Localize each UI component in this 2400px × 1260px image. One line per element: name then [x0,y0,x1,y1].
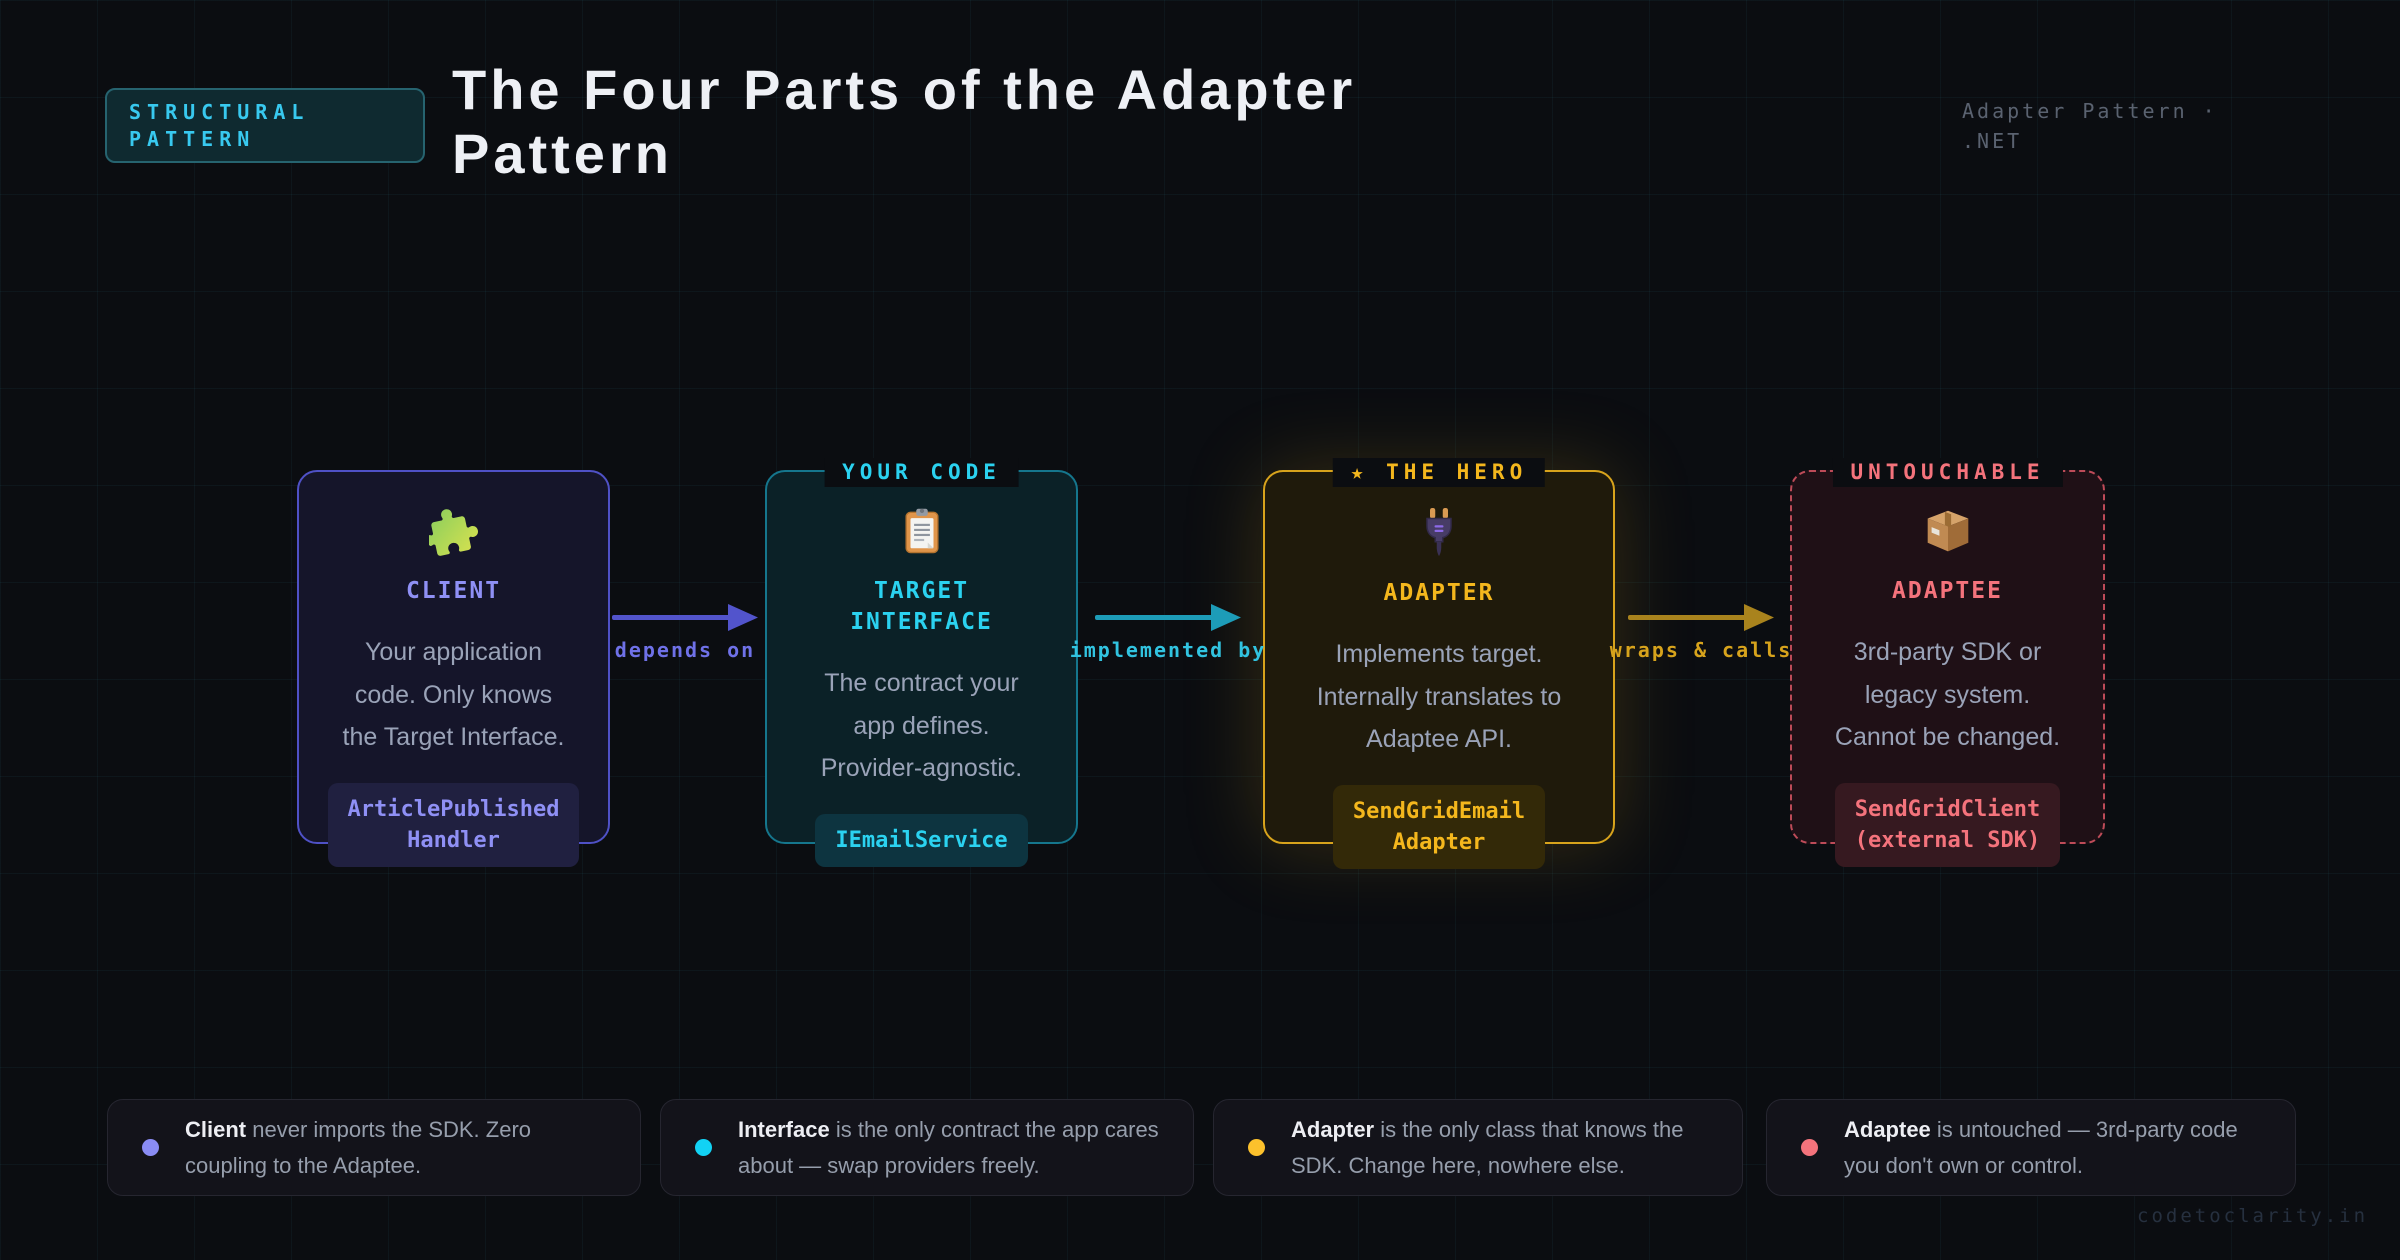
meta-line-2: .NET [1962,129,2023,153]
title-line-1: The Four Parts of the Adapter [452,58,1357,121]
card-title: CLIENT [405,578,502,604]
arrow-label: depends on [614,638,756,662]
note-text: Adapter is the only class that knows the… [1291,1112,1718,1183]
note-text: Adaptee is untouched — 3rd-party code yo… [1844,1112,2271,1183]
arrow-line [1095,615,1213,620]
note-bullet [1801,1139,1818,1156]
card-label: ★ THE HERO [1332,458,1546,488]
card-body: Implements target.Internally translates … [1316,640,1562,754]
note-lead: Client [185,1116,247,1142]
note-rest: is untouched — 3rd-party code you don't … [1844,1116,2238,1178]
title-line-2: Pattern [452,122,673,185]
badge-line-1: STRUCTURAL [129,100,310,124]
arrow-head [728,604,758,631]
package-icon [1923,506,1973,556]
badge-line-2: PATTERN [129,127,256,151]
note-rest: never imports the SDK. Zero coupling to … [185,1116,532,1178]
note-interface: Interface is the only contract the app c… [660,1099,1194,1196]
arrow-line [1628,615,1746,620]
note-client: Client never imports the SDK. Zero coupl… [107,1099,641,1196]
note-bullet [695,1139,712,1156]
card-code-chip: SendGridClient(external SDK) [1834,782,2061,868]
arrow-head [1211,604,1241,631]
arrow-head [1744,604,1774,631]
note-rest: is the only class that knows the SDK. Ch… [1291,1116,1684,1178]
clipboard-icon [899,506,945,556]
arrow-wraps-and-calls: wraps & calls [1610,603,1790,667]
note-text: Client never imports the SDK. Zero coupl… [185,1112,616,1183]
note-adapter: Adapter is the only class that knows the… [1213,1099,1743,1196]
card-title: ADAPTEE [1892,578,2003,604]
card-title: ADAPTER [1383,580,1495,606]
watermark: codetoclarity.in [2137,1205,2369,1227]
note-lead: Adaptee [1844,1116,1931,1142]
puzzle-piece-icon [428,506,479,556]
meta-line-1: Adapter Pattern · [1962,99,2218,123]
card-adapter: ★ THE HERO ADAPTER Implements target.Int… [1263,458,1615,870]
note-text: Interface is the only contract the app c… [738,1112,1169,1183]
card-code-chip: IEmailService [815,813,1028,867]
note-bullet [142,1139,159,1156]
arrow-label: implemented by [1069,638,1267,662]
plug-icon [1418,506,1460,558]
note-bullet [1248,1139,1265,1156]
note-rest: is the only contract the app cares about… [738,1116,1159,1178]
card-label: YOUR CODE [824,458,1019,488]
note-lead: Adapter [1291,1116,1375,1142]
arrow-line [612,615,730,620]
structural-pattern-badge: STRUCTURAL PATTERN [105,88,425,163]
note-adaptee: Adaptee is untouched — 3rd-party code yo… [1766,1099,2296,1196]
arrow-label: wraps & calls [1609,638,1793,662]
meta-label: Adapter Pattern · .NET [1962,96,2218,156]
note-lead: Interface [738,1116,830,1142]
page-title: The Four Parts of the Adapter Pattern [452,58,1356,186]
card-label: UNTOUCHABLE [1832,458,2063,488]
arrow-depends-on: depends on [612,603,758,667]
arrow-implemented-by: implemented by [1070,603,1264,667]
